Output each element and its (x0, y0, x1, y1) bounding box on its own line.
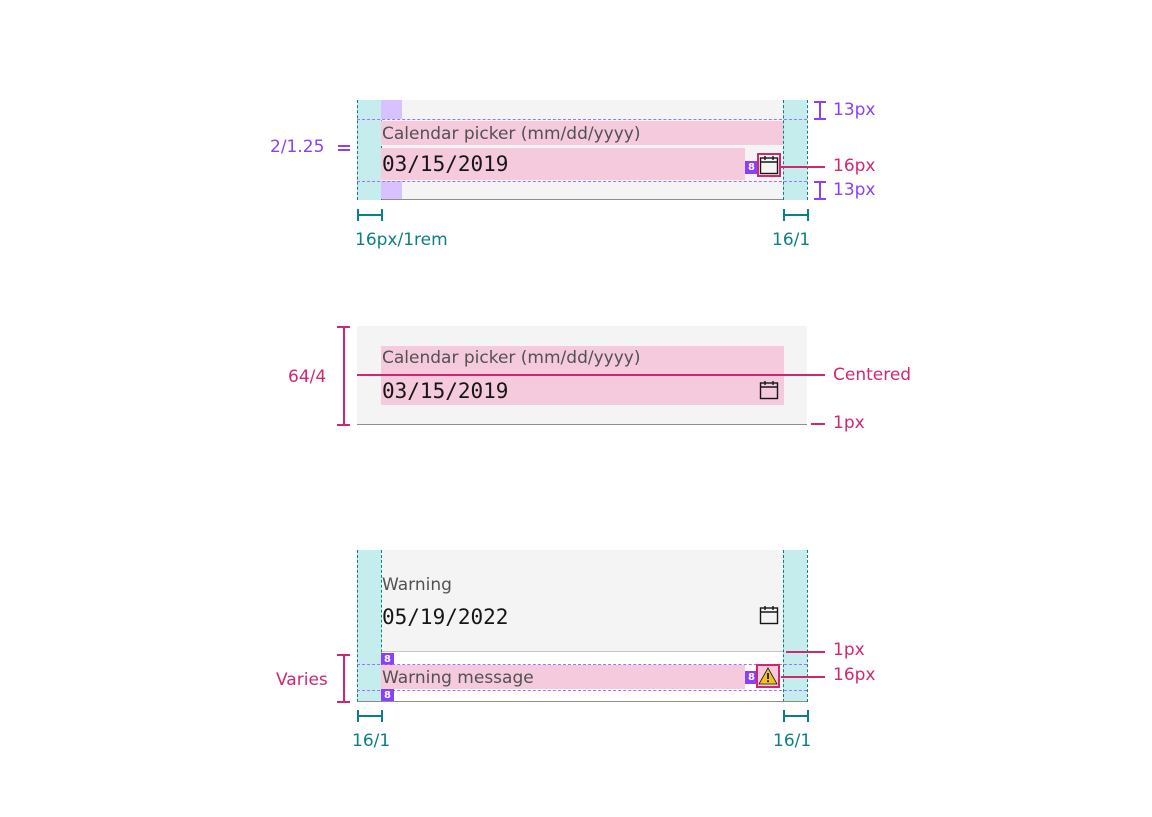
spec-right-padding: 16/1 (772, 230, 811, 250)
spec-label-gap: 2/1.25 (270, 137, 325, 157)
annotation-leader (811, 423, 825, 425)
spec-left-padding: 16/1 (352, 731, 391, 751)
dimension-tick (357, 710, 359, 722)
calendar-icon (759, 605, 779, 625)
dimension-tick (814, 198, 826, 200)
dimension-tick (783, 209, 785, 221)
dimension-tick (337, 654, 350, 656)
guide-line (783, 550, 784, 702)
spec-height: Varies (276, 670, 328, 690)
spacing-badge: 8 (745, 161, 758, 174)
right-padding-overlay (783, 100, 807, 200)
left-padding-overlay (357, 550, 381, 702)
dimension-line (357, 715, 382, 717)
field-label: Calendar picker (mm/dd/yyyy) (382, 348, 641, 368)
dimension-tick (337, 701, 350, 703)
spacing-badge: 8 (381, 689, 394, 702)
guide-line (381, 550, 382, 702)
spec-icon-size: 16px (833, 156, 876, 176)
warning-message: Warning message (382, 668, 534, 688)
field-label: Warning (382, 575, 452, 595)
annotation-leader (781, 676, 825, 678)
dimension-tick (807, 710, 809, 722)
calendar-icon (759, 380, 779, 400)
guide-line (357, 119, 807, 120)
spec-right-padding: 16/1 (773, 731, 812, 751)
dimension-tick (337, 326, 350, 328)
spec-bottom-padding: 13px (833, 180, 876, 200)
spacing-badge: 8 (381, 653, 394, 666)
dimension-tick (783, 710, 785, 722)
guide-line (357, 664, 807, 665)
center-guide-line (357, 374, 825, 376)
dimension-tick (357, 209, 359, 221)
date-value: 03/15/2019 (382, 152, 509, 176)
field-label: Calendar picker (mm/dd/yyyy) (382, 124, 641, 144)
spec-divider: 1px (833, 640, 865, 660)
annotation-leader (338, 145, 350, 147)
spacing-badge: 8 (745, 671, 758, 684)
guide-line (783, 100, 784, 200)
field-divider (357, 651, 807, 652)
dimension-line (819, 101, 821, 119)
dimension-line (783, 214, 808, 216)
field-bottom-border (357, 701, 807, 702)
guide-line (357, 550, 358, 702)
dimension-tick (814, 118, 826, 120)
date-field-background (357, 550, 807, 651)
dimension-tick (381, 710, 383, 722)
dimension-line (357, 214, 382, 216)
guide-line (357, 181, 807, 182)
date-value: 03/15/2019 (382, 379, 509, 403)
dimension-line (819, 181, 821, 199)
dimension-line (343, 327, 345, 425)
field-bottom-border (357, 424, 807, 425)
helper-content-area (381, 665, 745, 689)
value-content-area (381, 148, 745, 180)
dimension-tick (337, 424, 350, 426)
dimension-tick (814, 181, 826, 183)
spec-border: 1px (833, 413, 865, 433)
annotation-leader (786, 651, 825, 653)
calendar-icon (757, 153, 781, 177)
field-bottom-border (357, 199, 807, 200)
dimension-line (783, 715, 808, 717)
dimension-tick (807, 209, 809, 221)
bottom-padding-overlay (381, 181, 402, 199)
date-value: 05/19/2022 (382, 605, 509, 629)
guide-line (357, 690, 807, 691)
left-padding-overlay (357, 100, 381, 200)
dimension-line (343, 654, 345, 702)
guide-line (357, 100, 358, 200)
spec-icon-size: 16px (833, 665, 876, 685)
spec-alignment: Centered (833, 365, 912, 385)
dimension-tick (814, 101, 826, 103)
dimension-tick (381, 209, 383, 221)
top-padding-overlay (381, 100, 402, 119)
spec-left-padding: 16px/1rem (355, 230, 448, 250)
content-area (381, 346, 784, 405)
spec-height: 64/4 (288, 367, 327, 387)
label-content-area (381, 121, 783, 145)
guide-line (807, 100, 808, 200)
annotation-leader (779, 166, 825, 168)
guide-line (807, 550, 808, 702)
annotation-leader (338, 149, 350, 151)
spec-top-padding: 13px (833, 100, 876, 120)
right-padding-overlay (783, 550, 807, 702)
warning-triangle-icon (756, 664, 780, 688)
